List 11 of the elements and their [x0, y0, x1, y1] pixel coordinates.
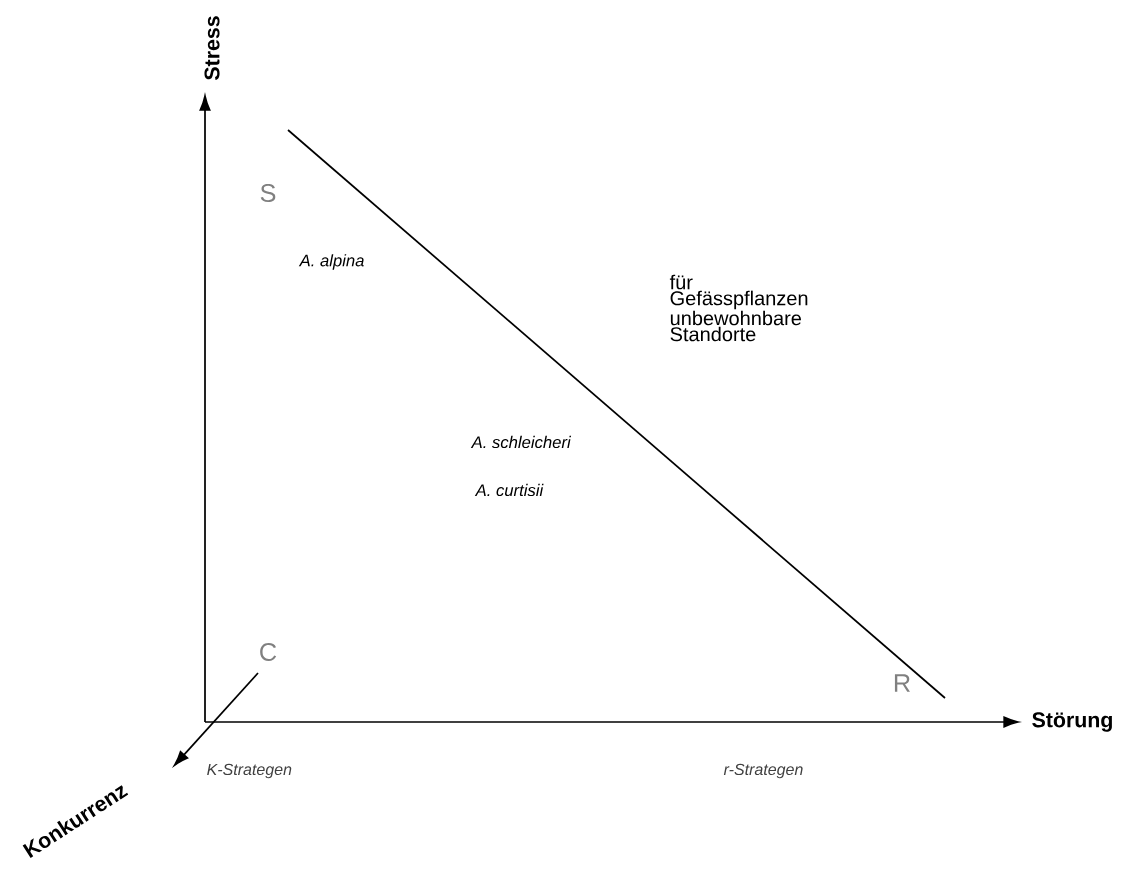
- corner-letter: R: [894, 674, 910, 692]
- axis-label: Störung: [1032, 712, 1112, 732]
- region-note: für Gefässpflanzen unbewohnbare Standorte: [669, 274, 808, 342]
- corner-letter: S: [260, 184, 276, 202]
- species-label: A. schleicheri: [470, 435, 572, 449]
- axis-label: Stress: [204, 16, 220, 80]
- species-label: A. curtisii: [474, 483, 544, 497]
- corner-letter: C: [260, 643, 277, 661]
- strategy-label: K-Strategen: [207, 763, 292, 779]
- strategy-label: r-Strategen: [723, 763, 803, 779]
- species-label: A. alpina: [298, 254, 364, 270]
